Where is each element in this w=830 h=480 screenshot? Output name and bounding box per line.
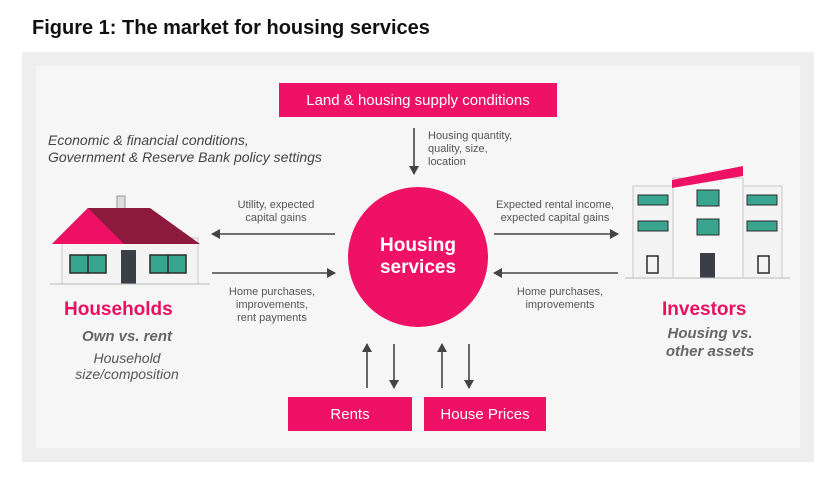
figure-title: Figure 1: The market for housing service…	[32, 17, 430, 39]
supply-note-line: quality, size,	[428, 143, 488, 155]
conditions-line: Government & Reserve Bank policy setting…	[48, 149, 322, 165]
households-detail-line: Household	[93, 350, 161, 366]
note-line: improvements,	[235, 299, 309, 311]
note-line: Home purchases,	[228, 286, 316, 298]
conditions-line: Economic & financial conditions,	[48, 132, 249, 148]
investors-detail-line: Housing vs.	[667, 325, 753, 342]
housing-services-circle: Housing services	[348, 187, 488, 327]
right-top-note: Expected rental income, expected capital…	[484, 199, 626, 225]
investors-detail: Housing vs. other assets	[640, 325, 780, 361]
house-icon	[50, 195, 210, 285]
left-bottom-note: Home purchases, improvements, rent payme…	[212, 286, 332, 325]
supply-note-line: location	[428, 156, 466, 168]
note-line: rent payments	[237, 312, 307, 324]
left-top-note: Utility, expected capital gains	[220, 199, 332, 225]
conditions-text: Economic & financial conditions, Governm…	[48, 132, 322, 166]
households-detail-line: size/composition	[75, 366, 179, 382]
building-icon	[625, 166, 790, 279]
note-line: capital gains	[245, 212, 307, 224]
investors-detail-line: other assets	[665, 343, 755, 360]
right-bottom-note: Home purchases, improvements	[500, 286, 620, 312]
households-title: Households	[64, 299, 173, 320]
note-line: expected capital gains	[500, 212, 610, 224]
households-detail: Household size/composition	[52, 350, 202, 382]
investors-title: Investors	[662, 299, 747, 320]
supply-note: Housing quantity, quality, size, locatio…	[428, 130, 512, 169]
households-subtitle: Own vs. rent	[81, 328, 173, 345]
center-line: Housing	[380, 235, 456, 256]
note-line: Home purchases,	[516, 286, 604, 298]
note-line: improvements	[525, 299, 595, 311]
house-prices-box: House Prices	[424, 397, 546, 431]
note-line: Expected rental income,	[495, 199, 614, 211]
supply-conditions-box: Land & housing supply conditions	[279, 83, 557, 117]
rents-box: Rents	[288, 397, 412, 431]
note-line: Utility, expected	[237, 199, 315, 211]
center-line: services	[379, 257, 457, 278]
supply-note-line: Housing quantity,	[428, 130, 513, 142]
